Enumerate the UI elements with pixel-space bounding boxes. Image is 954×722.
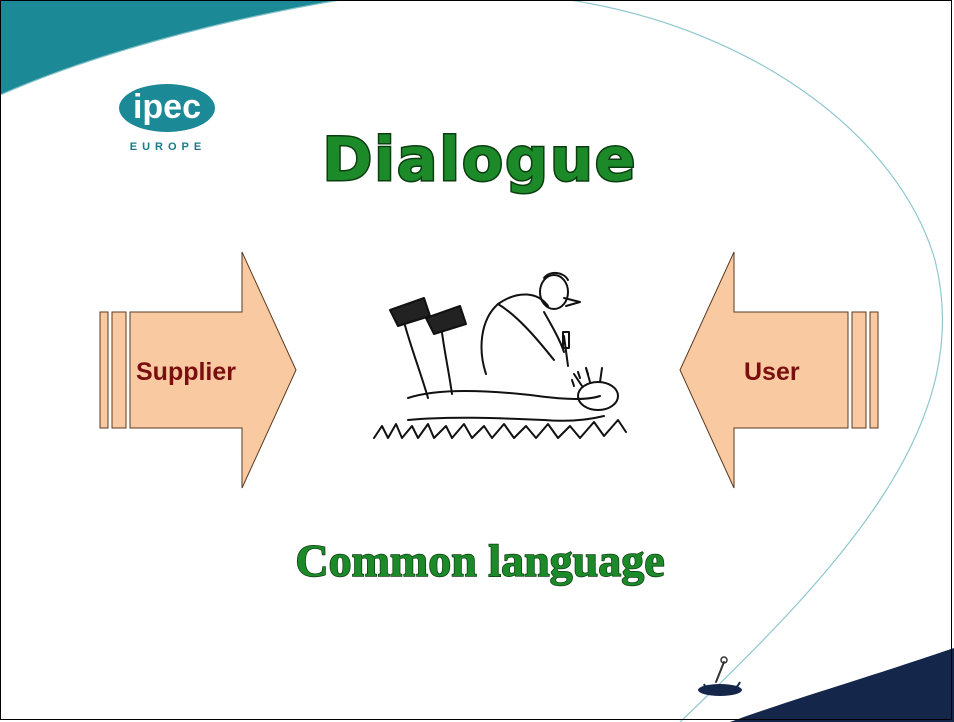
teal-corner-shape [0, 0, 340, 95]
supplier-arrow [99, 251, 297, 489]
user-label: User [744, 358, 800, 386]
cartoon-illustration [373, 272, 627, 439]
navy-swoosh [730, 648, 954, 722]
ipec-europe-logo: ipec EUROPE [118, 82, 218, 162]
logo-word-text: ipec [133, 88, 201, 126]
slide-subtitle: Common language [295, 534, 666, 587]
ipec-wordmark: ipec [119, 84, 215, 132]
top-curve-line [0, 0, 341, 96]
mortar-and-pestle-icon [698, 656, 742, 696]
right-curve-line [569, 0, 944, 722]
logo-region-text: EUROPE [129, 141, 207, 153]
supplier-label: Supplier [136, 358, 237, 386]
title-text: Dialogue [322, 125, 637, 195]
user-arrow [679, 251, 879, 489]
subtitle-text: Common language [295, 535, 664, 586]
slide-title: Dialogue [321, 124, 637, 197]
